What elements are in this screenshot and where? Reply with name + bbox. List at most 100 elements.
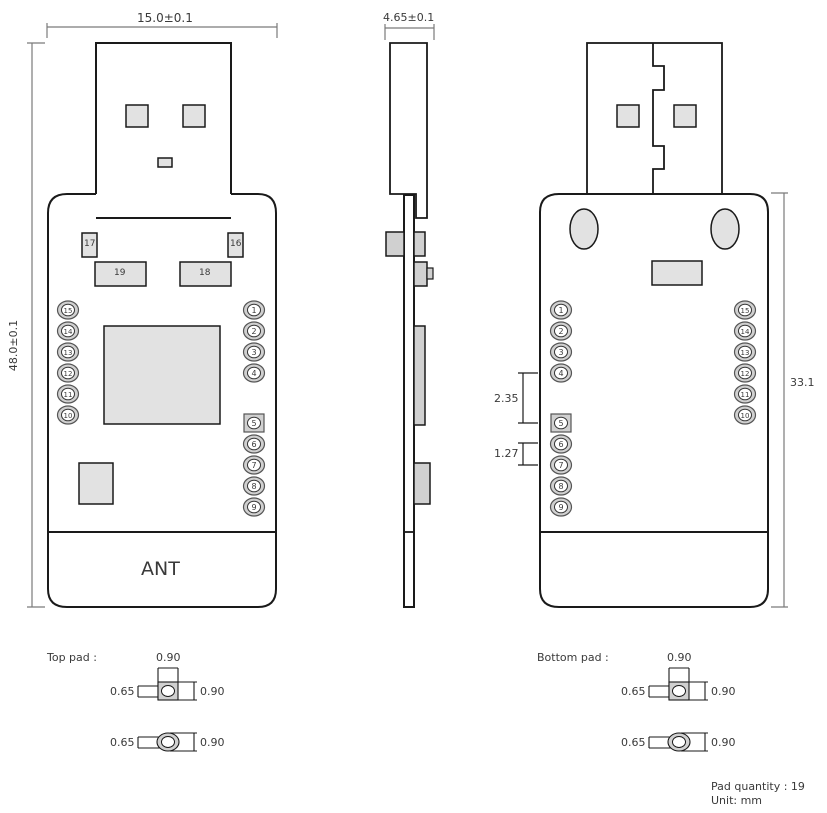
pitch-dimension: [518, 442, 538, 466]
svg-text:13: 13: [64, 349, 73, 357]
svg-text:7: 7: [558, 461, 563, 470]
pin-5: 5: [550, 413, 572, 433]
pin-10: 10: [56, 405, 80, 425]
usb-plug: [95, 42, 232, 219]
pin-1: 1: [549, 300, 573, 320]
bottom-pad-width-label: 0.90: [667, 651, 692, 664]
thickness-dimension: [384, 24, 435, 40]
pin-8: 8: [549, 476, 573, 496]
pin-7: 7: [242, 455, 266, 475]
svg-text:14: 14: [64, 328, 73, 336]
svg-text:2: 2: [558, 327, 563, 336]
width-dimension: [46, 23, 278, 38]
height-dimension-33: [771, 192, 788, 608]
width-dimension-label: 15.0±0.1: [137, 11, 193, 25]
pcb-edge: [403, 194, 415, 608]
component-17: [81, 232, 98, 258]
component-19: [94, 261, 147, 287]
side-chip: [413, 325, 426, 426]
component-19-label: 19: [114, 268, 126, 278]
bottom-ring-hole-label: 0.65: [621, 736, 646, 749]
usb-plug-side: [389, 42, 428, 219]
height-dimension: [27, 42, 45, 608]
pin-12: 12: [56, 363, 80, 383]
svg-text:15: 15: [741, 307, 750, 315]
svg-text:4: 4: [558, 369, 563, 378]
component-18-label: 18: [199, 268, 211, 278]
mounting-pad-left: [569, 208, 599, 250]
svg-text:1: 1: [558, 306, 563, 315]
bottom-component: [651, 260, 703, 286]
svg-text:7: 7: [251, 461, 256, 470]
top-pad-title: Top pad :: [47, 651, 97, 664]
svg-text:9: 9: [251, 503, 256, 512]
bottom-right-pin-column: 15 14 13 12 11 10: [733, 300, 757, 425]
pin-1: 1: [242, 300, 266, 320]
pin-2: 2: [549, 321, 573, 341]
pin-14: 14: [56, 321, 80, 341]
top-ring-hole-label: 0.65: [110, 736, 135, 749]
svg-text:2: 2: [251, 327, 256, 336]
svg-text:13: 13: [741, 349, 750, 357]
svg-text:6: 6: [558, 440, 563, 449]
gap-dimension: [518, 372, 538, 424]
side-component-top-a: [413, 231, 426, 257]
svg-text:5: 5: [251, 419, 256, 428]
pin-9: 9: [549, 497, 573, 517]
main-chip: [103, 325, 221, 425]
svg-text:10: 10: [64, 412, 73, 420]
svg-text:3: 3: [251, 348, 256, 357]
bottom-pad-height-label: 0.90: [711, 685, 736, 698]
bottom-pad-title: Bottom pad :: [537, 651, 609, 664]
antenna-label: ANT: [141, 558, 180, 580]
svg-text:5: 5: [558, 419, 563, 428]
component-16-label: 16: [230, 239, 242, 249]
pin-5: 5: [243, 413, 265, 433]
usb-contact-right: [182, 104, 206, 128]
side-crystal: [413, 462, 431, 505]
component-16: [227, 232, 244, 258]
svg-text:12: 12: [741, 370, 750, 378]
pcb-outline-bottom: [539, 193, 769, 608]
svg-text:14: 14: [741, 328, 750, 336]
mounting-pad-right: [710, 208, 740, 250]
pin-8: 8: [242, 476, 266, 496]
pad-quantity-note: Pad quantity : 19: [711, 780, 805, 793]
pin-13: 13: [733, 342, 757, 362]
usb-contact-left: [125, 104, 149, 128]
bottom-ring-outer-label: 0.90: [711, 736, 736, 749]
svg-text:10: 10: [741, 412, 750, 420]
height-dimension-label: 48.0±0.1: [7, 319, 21, 372]
usb-contact-small: [157, 157, 173, 168]
svg-text:12: 12: [64, 370, 73, 378]
bottom-pad-detail: [648, 667, 708, 752]
pin-2: 2: [242, 321, 266, 341]
pin-11: 11: [56, 384, 80, 404]
bottom-pad-hole-label: 0.65: [621, 685, 646, 698]
top-ring-outer-label: 0.90: [200, 736, 225, 749]
top-pad-height-label: 0.90: [200, 685, 225, 698]
pin-3: 3: [242, 342, 266, 362]
pin-6: 6: [549, 434, 573, 454]
pin-15: 15: [56, 300, 80, 320]
gap-2-35-label: 2.35: [494, 392, 519, 405]
pin-7: 7: [549, 455, 573, 475]
top-pad-hole-label: 0.65: [110, 685, 135, 698]
svg-text:8: 8: [251, 482, 256, 491]
svg-text:1: 1: [251, 306, 256, 315]
top-pad-detail: [137, 667, 197, 752]
component-17-label: 17: [84, 239, 96, 249]
top-left-pin-column: 15 14 13 12 11 10: [56, 300, 80, 425]
svg-text:9: 9: [558, 503, 563, 512]
pin-4: 4: [549, 363, 573, 383]
thickness-dimension-label: 4.65±0.1: [383, 11, 435, 24]
side-component-b: [413, 261, 428, 287]
pitch-1-27-label: 1.27: [494, 447, 519, 460]
svg-text:11: 11: [64, 391, 73, 399]
height-33-label: 33.1: [790, 376, 815, 389]
svg-text:11: 11: [741, 391, 750, 399]
